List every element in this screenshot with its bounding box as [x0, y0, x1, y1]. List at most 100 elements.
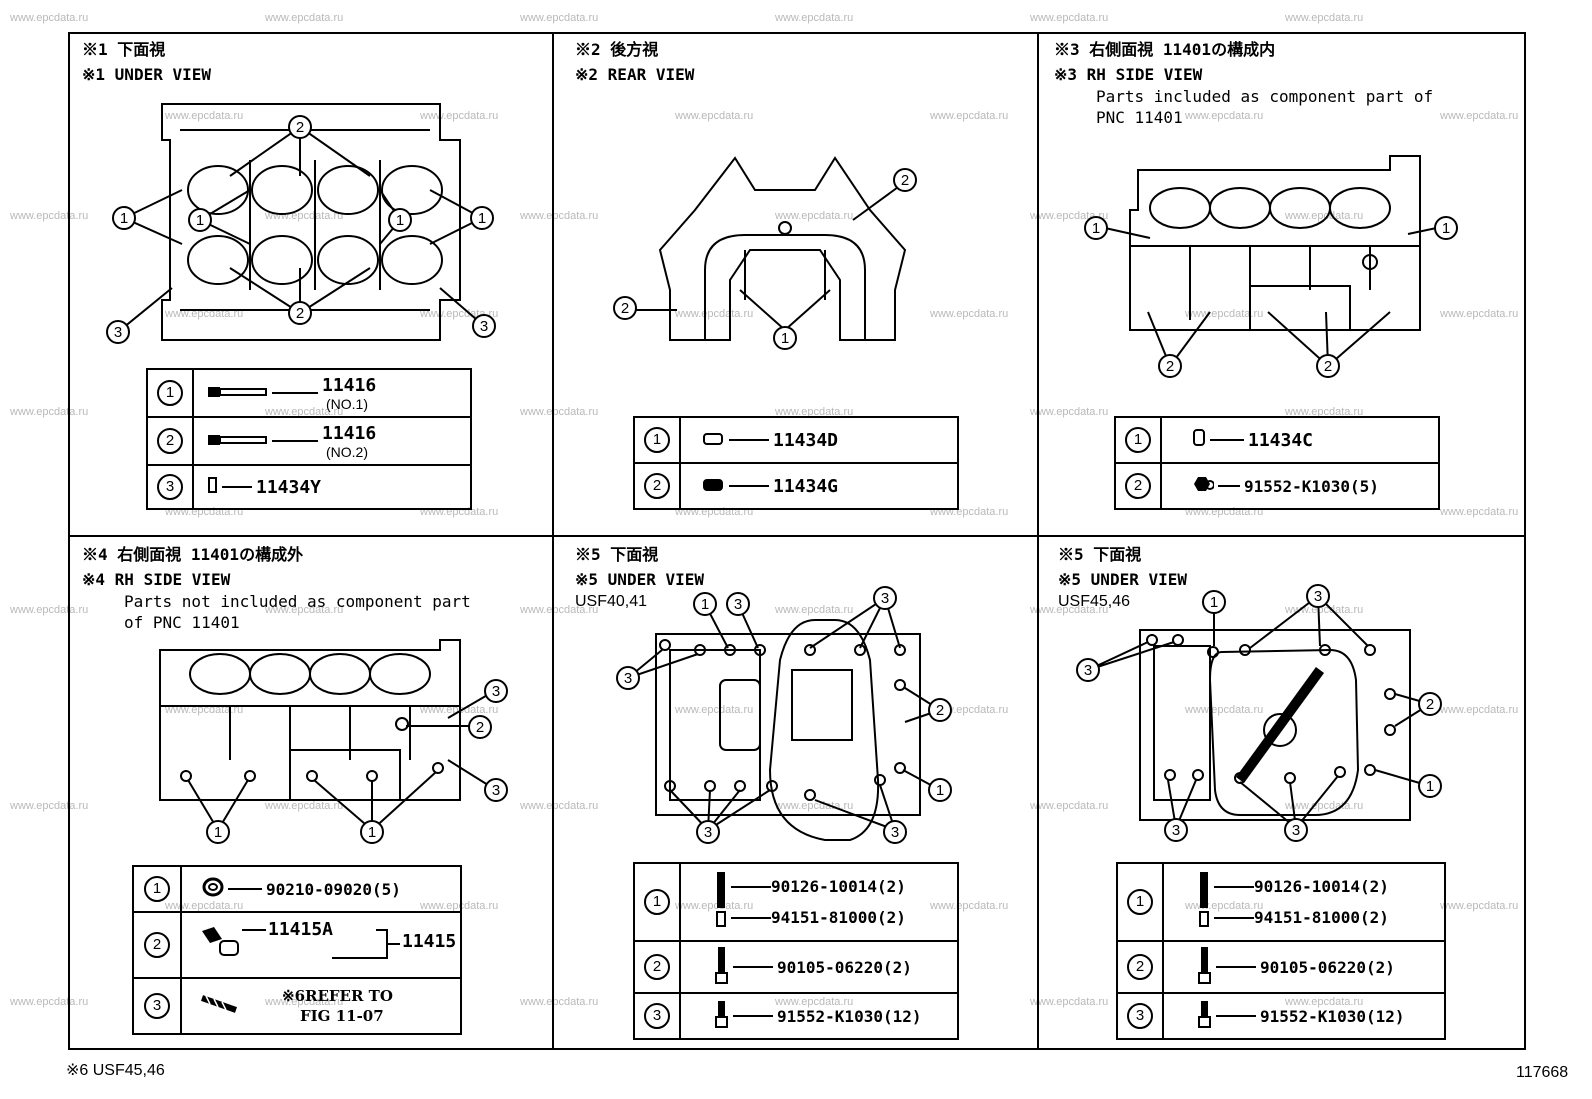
watermark-text: www.epcdata.ru — [10, 12, 89, 24]
stud-icon — [715, 870, 727, 934]
watermark-text: www.epcdata.ru — [1030, 604, 1109, 616]
footnote: ※6 USF45,46 — [66, 1062, 165, 1079]
svg-text:1: 1 — [1442, 220, 1450, 237]
stud-icon — [200, 994, 240, 1018]
svg-text:1: 1 — [1092, 220, 1100, 237]
part-number: 90126-10014(2) — [771, 877, 906, 896]
svg-text:1: 1 — [781, 330, 789, 347]
watermark-text: www.epcdata.ru — [1285, 210, 1364, 222]
figure-number: 117668 — [1516, 1064, 1569, 1081]
part-number: 91552-K1030(12) — [777, 1006, 922, 1026]
legend-row: 1 90210-09020(5) — [132, 865, 462, 913]
watermark-text: www.epcdata.ru — [265, 12, 344, 24]
watermark-text: www.epcdata.ru — [775, 12, 854, 24]
callout-number: 2 — [644, 473, 670, 499]
svg-text:2: 2 — [296, 119, 304, 136]
watermark-text: www.epcdata.ru — [930, 110, 1009, 122]
part-number-assembly: 11415 — [402, 931, 457, 952]
svg-text:2: 2 — [1426, 696, 1434, 713]
svg-text:1: 1 — [120, 210, 128, 227]
part-number: 94151-81000(2) — [771, 908, 906, 927]
callout-number: 3 — [157, 474, 183, 500]
watermark-text: www.epcdata.ru — [1440, 110, 1519, 122]
legend-row: 3 91552-K1030(12) — [1116, 992, 1446, 1040]
callout-number: 2 — [1125, 473, 1151, 499]
svg-text:1: 1 — [1210, 594, 1218, 611]
watermark-text: www.epcdata.ru — [520, 996, 599, 1008]
legend-row: 1 11434C — [1114, 416, 1440, 464]
svg-text:1: 1 — [1426, 778, 1434, 795]
svg-text:2: 2 — [936, 702, 944, 719]
panel5-caption-jp: ※5 下面視 — [575, 545, 659, 564]
legend-row: 2 11434G — [633, 462, 959, 510]
svg-text:3: 3 — [891, 824, 899, 841]
legend-row: 1 11434D — [633, 416, 959, 464]
panel4-note-line1: Parts not included as component part — [124, 592, 471, 611]
part-number: 11434D — [773, 429, 839, 451]
svg-text:1: 1 — [478, 210, 486, 227]
panel4-note-line2: of PNC 11401 — [124, 613, 240, 632]
svg-text:3: 3 — [492, 782, 500, 799]
panel5-caption-en: ※5 UNDER VIEW — [575, 570, 704, 589]
panel-divider — [1037, 32, 1039, 1050]
panel1-caption-en: ※1 UNDER VIEW — [82, 65, 211, 84]
watermark-text: www.epcdata.ru — [165, 110, 244, 122]
washer-icon — [202, 877, 224, 901]
panel3-caption-en: ※3 RH SIDE VIEW — [1054, 65, 1203, 84]
callout-number: 1 — [157, 380, 183, 406]
bolt-icon — [715, 999, 729, 1033]
legend-row: 2 11415A 11415 — [132, 911, 462, 979]
bolt-icon — [1198, 945, 1212, 989]
part-number: 90210-09020(5) — [266, 879, 401, 899]
pin-icon — [703, 431, 725, 450]
panel3-note-line2: PNC 11401 — [1096, 108, 1183, 127]
watermark-text: www.epcdata.ru — [1030, 406, 1109, 418]
watermark-text: www.epcdata.ru — [675, 704, 754, 716]
reference-note: ※6REFER TO — [282, 987, 393, 1005]
watermark-text: www.epcdata.ru — [775, 210, 854, 222]
watermark-text: www.epcdata.ru — [520, 406, 599, 418]
watermark-text: www.epcdata.ru — [1440, 506, 1519, 518]
watermark-text: www.epcdata.ru — [930, 308, 1009, 320]
panel2-caption-en: ※2 REAR VIEW — [575, 65, 695, 84]
diagram-frame — [68, 32, 1526, 1050]
legend-row: 3 91552-K1030(12) — [633, 992, 959, 1040]
part-number: 11434G — [773, 475, 839, 497]
svg-text:3: 3 — [1084, 662, 1092, 679]
svg-text:1: 1 — [368, 824, 376, 841]
part-number: 91552-K1030(5) — [1244, 476, 1379, 496]
panel2-engine-block-rear-view: 122 — [613, 156, 917, 350]
watermark-text: www.epcdata.ru — [1185, 704, 1264, 716]
svg-text:3: 3 — [1292, 822, 1300, 839]
callout-number: 1 — [1127, 889, 1153, 915]
panel1-parts-legend: 1 11416(NO.1) 2 11416(NO.2) 3 11434Y — [146, 368, 472, 510]
callout-number: 1 — [644, 427, 670, 453]
panel5-parts-legend: 1 90126-10014(2) 94151-81000(2) 2 90105-… — [633, 862, 959, 1040]
watermark-text: www.epcdata.ru — [520, 604, 599, 616]
svg-text:2: 2 — [901, 172, 909, 189]
plug-icon — [200, 923, 244, 967]
watermark-text: www.epcdata.ru — [1285, 406, 1364, 418]
watermark-text: www.epcdata.ru — [675, 308, 754, 320]
watermark-text: www.epcdata.ru — [1030, 800, 1109, 812]
watermark-text: www.epcdata.ru — [1185, 308, 1264, 320]
part-number: 91552-K1030(12) — [1260, 1006, 1405, 1026]
part-note: (NO.1) — [326, 395, 368, 412]
watermark-text: www.epcdata.ru — [520, 210, 599, 222]
part-number: 11416 — [322, 422, 377, 444]
legend-row: 2 90105-06220(2) — [1116, 940, 1446, 994]
bolt-icon — [1198, 999, 1212, 1033]
stud-icon — [1198, 870, 1210, 934]
panel3-caption-jp: ※3 右側面視 11401の構成内 — [1054, 40, 1276, 59]
panel4-caption-jp: ※4 右側面視 11401の構成外 — [82, 545, 304, 564]
panel6-parts-legend: 1 90126-10014(2) 94151-81000(2) 2 90105-… — [1116, 862, 1446, 1040]
bolt-icon — [208, 432, 268, 451]
svg-text:1: 1 — [196, 212, 204, 229]
svg-text:3: 3 — [1172, 822, 1180, 839]
svg-text:3: 3 — [624, 670, 632, 687]
legend-row: 1 90126-10014(2) 94151-81000(2) — [633, 862, 959, 942]
svg-text:3: 3 — [1314, 588, 1322, 605]
